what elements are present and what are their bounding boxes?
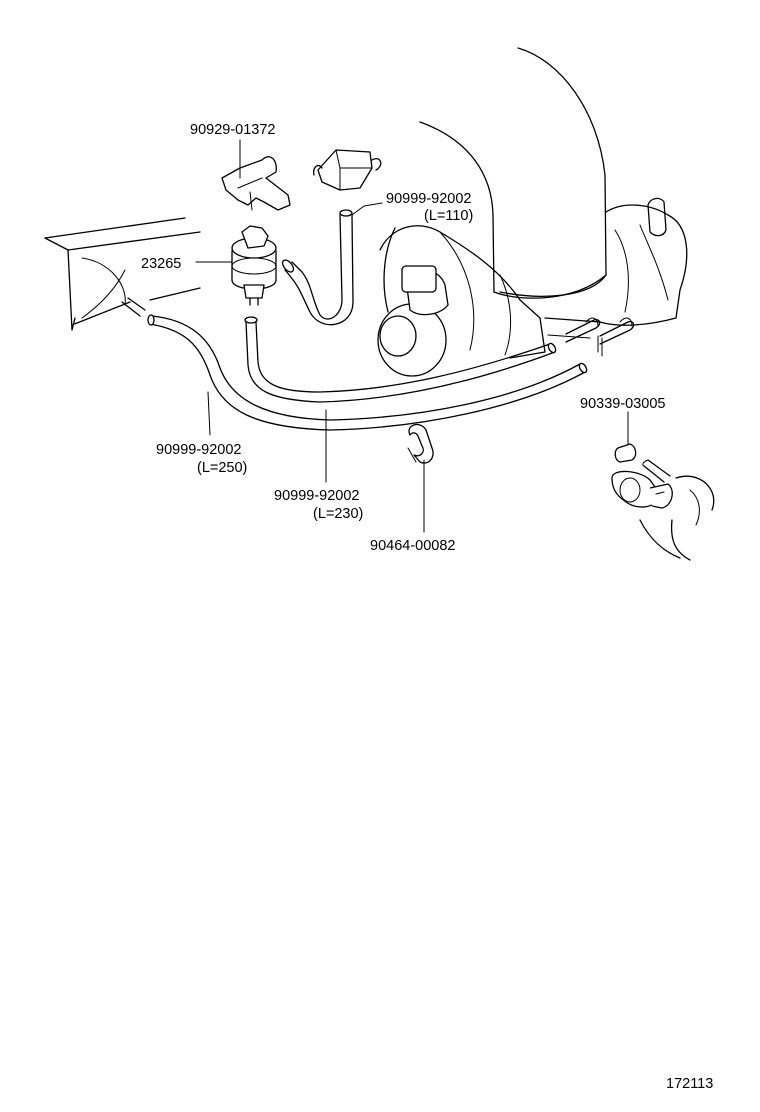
label-hose-110-part: 90999-92002	[386, 191, 471, 207]
pipe-connectors	[565, 317, 635, 357]
bracket	[221, 156, 291, 211]
label-bracket-part: 90929-01372	[190, 122, 275, 138]
engine-block	[379, 197, 688, 359]
leader-lines	[195, 139, 629, 533]
label-valve-part: 23265	[141, 256, 181, 272]
figure-number: 172113	[666, 1076, 713, 1092]
label-hose-230-part: 90999-92002	[274, 488, 359, 504]
hose-l230	[244, 316, 557, 403]
label-hose-250-part: 90999-92002	[156, 442, 241, 458]
hose-l250	[147, 314, 588, 431]
hose-l110	[281, 209, 354, 326]
vacuum-valve	[231, 225, 277, 306]
engine-actuator	[377, 265, 449, 377]
label-plug-part: 90339-03005	[580, 396, 665, 412]
air-intake-duct	[419, 47, 607, 299]
plug-detail	[611, 443, 715, 561]
label-clamp-part: 90464-00082	[370, 538, 455, 554]
label-hose-230-length: (L=230)	[313, 506, 363, 522]
vacuum-sensor	[312, 149, 382, 191]
label-hose-110-length: (L=110)	[424, 208, 473, 224]
hose-clamp	[407, 423, 434, 464]
charcoal-canister	[44, 217, 201, 331]
label-hose-250-length: (L=250)	[197, 460, 247, 476]
